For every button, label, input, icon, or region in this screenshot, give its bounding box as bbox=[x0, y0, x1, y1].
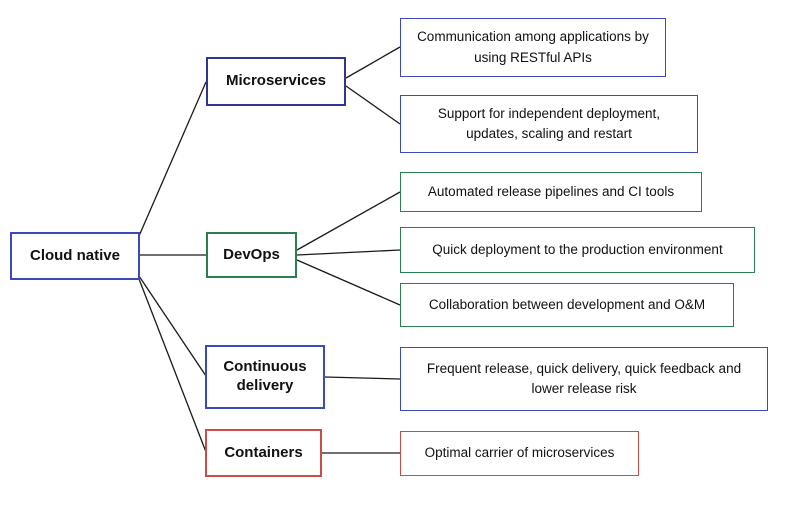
edge-root-containers bbox=[138, 278, 207, 453]
leaf-label: Support for independent deployment, upda… bbox=[437, 105, 661, 141]
edge-devops-leaf-2 bbox=[296, 259, 401, 306]
leaf-node-collaboration: Collaboration between development and O&… bbox=[400, 283, 734, 327]
edge-continuous-delivery-leaf bbox=[324, 376, 401, 380]
leaf-node-independent-deployment: Support for independent deployment, upda… bbox=[400, 95, 698, 153]
root-node-label: Cloud native bbox=[29, 246, 120, 264]
edge-root-continuous-delivery bbox=[138, 275, 207, 377]
branch-label: DevOps bbox=[223, 245, 280, 263]
leaf-node-restful-apis: Communication among applications by usin… bbox=[400, 18, 666, 77]
branch-node-containers: Containers bbox=[205, 429, 322, 477]
leaf-label: Automated release pipelines and CI tools bbox=[427, 183, 675, 199]
branch-label: Continuous delivery bbox=[223, 358, 307, 394]
leaf-label: Optimal carrier of microservices bbox=[424, 445, 615, 461]
leaf-label: Frequent release, quick delivery, quick … bbox=[426, 360, 742, 396]
leaf-label: Communication among applications by usin… bbox=[417, 29, 649, 65]
branch-node-microservices: Microservices bbox=[206, 57, 346, 106]
branch-label: Containers bbox=[224, 443, 303, 461]
leaf-node-frequent-release: Frequent release, quick delivery, quick … bbox=[400, 347, 768, 411]
leaf-node-quick-deployment: Quick deployment to the production envir… bbox=[400, 227, 755, 273]
edge-microservices-leaf-1 bbox=[345, 85, 401, 125]
leaf-node-optimal-carrier: Optimal carrier of microservices bbox=[400, 431, 639, 476]
root-node-cloud-native: Cloud native bbox=[10, 232, 140, 280]
edge-devops-leaf-0 bbox=[296, 191, 401, 251]
edge-microservices-leaf-0 bbox=[345, 46, 401, 79]
leaf-node-release-pipelines: Automated release pipelines and CI tools bbox=[400, 172, 702, 212]
edge-devops-leaf-1 bbox=[296, 249, 401, 256]
leaf-label: Collaboration between development and O&… bbox=[428, 296, 706, 312]
branch-node-devops: DevOps bbox=[206, 232, 297, 278]
branch-node-continuous-delivery: Continuous delivery bbox=[205, 345, 325, 409]
leaf-label: Quick deployment to the production envir… bbox=[432, 241, 723, 257]
edge-root-microservices bbox=[138, 81, 207, 237]
branch-label: Microservices bbox=[225, 72, 327, 90]
